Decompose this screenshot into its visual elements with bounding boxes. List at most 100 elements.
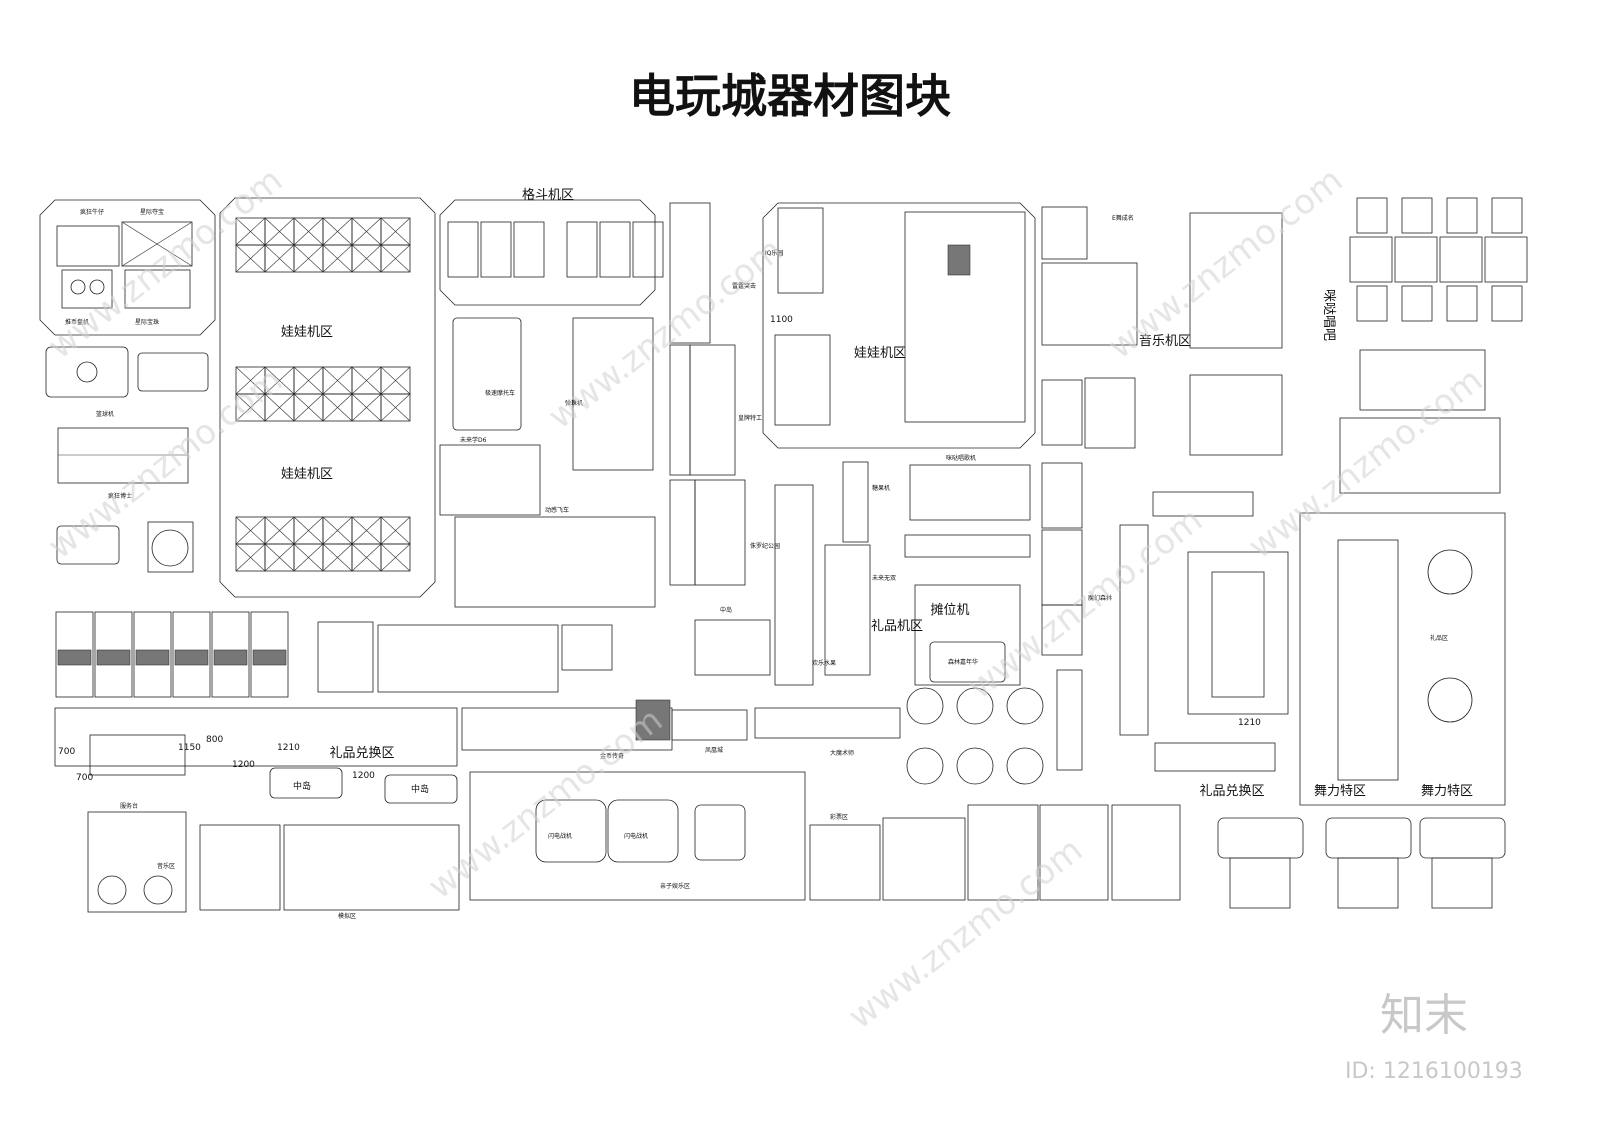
karaoke-booth [1394, 236, 1438, 283]
gift-exchange-area: 礼品兑换区 中岛 中岛 700 700 1150 800 1210 1200 1… [54, 707, 458, 913]
doll-machine [322, 217, 353, 246]
zone-label-doll-2: 娃娃机区 [281, 467, 333, 482]
round-stall-table [956, 747, 994, 785]
label-flash-rocket-2: 闪电战机 [624, 832, 648, 840]
doll-machine [235, 244, 266, 273]
doll-machine [380, 516, 411, 545]
dim-700-a: 700 [58, 747, 75, 757]
gift-area: 礼品区 礼品兑换区 舞力特区 舞力特区 1210 [1154, 512, 1506, 909]
panel-star-machines: 疯狂牛仔 星际夺宝 推币盘机 星际宝珠 [39, 199, 216, 336]
zone-label-sim: 模拟区 [338, 912, 356, 920]
label-motorcycle: 极速摩托车 [485, 389, 515, 397]
doll-machine-zone: 娃娃机区 娃娃机区 [219, 197, 436, 598]
doll-machine [293, 217, 324, 246]
round-stall-table [1006, 747, 1044, 785]
karaoke-seat [1356, 197, 1388, 234]
label-big-magic: 大魔术师 [830, 749, 854, 757]
page-title: 电玩城器材图块 [629, 69, 951, 123]
basketball-cabinet [94, 611, 133, 698]
doll-machine [380, 217, 411, 246]
doll-machine [235, 543, 266, 572]
fighting-cabinet [480, 221, 512, 278]
label-magic: 魔幻森林 [1088, 594, 1112, 602]
motorcycle-and-racing: 极速摩托车 未来学D6 动感飞车 弹珠机 [439, 317, 656, 608]
karaoke-machines: 咪哒唱歌机 糖果机 欢乐水果 未来无双 [774, 454, 1031, 686]
zone-label-fighting: 格斗机区 [522, 187, 574, 203]
watermarks: www.znzmo.com www.znzmo.com www.znzmo.co… [41, 160, 1490, 1037]
round-stall-table [1006, 687, 1044, 725]
label-small-car: 中岛 [720, 606, 732, 614]
cabinet-grille [135, 649, 170, 666]
label-basketball: 篮球机 [96, 410, 114, 418]
doll-machine [322, 543, 353, 572]
dim-700-b: 700 [76, 773, 93, 783]
cabinet-grille [96, 649, 131, 666]
label-jurassic: 侏罗纪公园 [750, 542, 780, 550]
zone-label-gift-machine: 礼品机区 [871, 618, 923, 634]
zone-label-dance-2: 舞力特区 [1314, 784, 1366, 799]
label-music-top: E舞成名 [1112, 214, 1134, 222]
zone-label-music-area: 音乐区 [157, 862, 175, 870]
music-zone: 音乐机区 [1139, 212, 1283, 456]
basketball-cabinet [211, 611, 250, 698]
doll-machine [322, 366, 353, 395]
karaoke-seat [1446, 197, 1478, 234]
dance-pad [1431, 857, 1493, 909]
watermark-4: www.znzmo.com [421, 700, 670, 907]
doll-machine [293, 543, 324, 572]
doll-machine [351, 366, 382, 395]
label-push-coin: 推币盘机 [65, 318, 89, 326]
doll-machine [351, 543, 382, 572]
basketball-machines: 篮球机 疯狂博士 [45, 346, 209, 573]
zone-label-parent-fun: 亲子娱乐区 [660, 882, 690, 890]
karaoke-seat [1401, 285, 1433, 322]
round-stall-table [906, 687, 944, 725]
center-island-1: 中岛 [293, 780, 311, 792]
label-shooter: 皇牌特工 [738, 414, 762, 422]
vertical-shooter-strip: 雷霆突击 皇牌特工 侏罗纪公园 [669, 202, 780, 586]
brand-logo: 知末 [1380, 990, 1468, 1041]
label-future: 未来无双 [872, 574, 896, 582]
cabinet-grille [213, 649, 248, 666]
label-d6: 未来学D6 [460, 436, 487, 444]
zone-label-doll-1: 娃娃机区 [281, 325, 333, 340]
label-phoenix: 凤凰城 [705, 747, 723, 754]
fighting-cabinet [566, 221, 598, 278]
zone-label-lottery: 彩票区 [830, 813, 848, 821]
label-forest: 森林嘉年华 [948, 658, 978, 666]
doll-machine [264, 516, 295, 545]
fighting-cabinet [599, 221, 631, 278]
watermark-5: www.znzmo.com [961, 500, 1210, 707]
doll-machine [380, 393, 411, 422]
parent-interaction-zone: 娃娃机区 IQ乐园 1100 [762, 202, 1036, 449]
doll-machine [293, 244, 324, 273]
karaoke-seat [1401, 197, 1433, 234]
tall-stacked-units [1119, 491, 1254, 736]
label-candy: 糖果机 [872, 484, 890, 492]
karaoke-seat [1491, 285, 1523, 322]
doll-machine [264, 217, 295, 246]
dance-pad [1337, 857, 1399, 909]
label-crazy-doctor: 疯狂博士 [108, 492, 132, 500]
zone-label-parent-interaction: 娃娃机区 [854, 346, 906, 361]
watermark-7: www.znzmo.com [1241, 360, 1490, 567]
doll-machine [322, 516, 353, 545]
fighting-cabinet [447, 221, 479, 278]
doll-machine [293, 516, 324, 545]
doll-machine [322, 244, 353, 273]
label-karaoke-machine: 咪哒唱歌机 [946, 454, 976, 462]
label-star-pearl: 星际宝珠 [135, 318, 159, 326]
karaoke-booths: 咪哒唱吧 [1321, 197, 1528, 494]
label-water: 欢乐水果 [812, 659, 836, 667]
zone-label-karaoke: 咪哒唱吧 [1321, 289, 1337, 341]
doll-machine [380, 543, 411, 572]
dim-1150: 1150 [178, 743, 201, 753]
karaoke-seat [1491, 197, 1523, 234]
basketball-cabinet [172, 611, 211, 698]
dim-1200-a: 1200 [232, 760, 255, 770]
label-dynamic-car: 动感飞车 [545, 506, 569, 514]
arcade-row-bottom-left: 中岛 [55, 606, 771, 698]
karaoke-booth [1484, 236, 1528, 283]
dance-machine [1419, 817, 1506, 859]
